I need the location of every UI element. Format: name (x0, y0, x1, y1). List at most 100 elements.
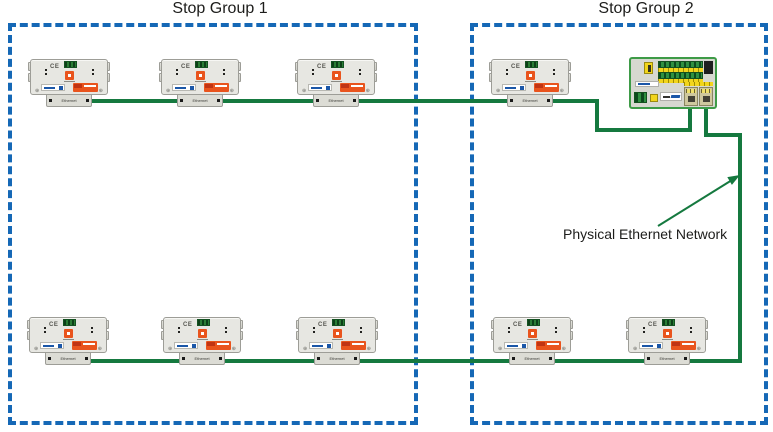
ethernet-port-tab: Ethernet (179, 352, 225, 365)
port-marking-strip (684, 82, 713, 86)
status-led (508, 327, 510, 329)
module-body: CE ⊕ ⊕ (628, 317, 706, 353)
link-indicator-icon (219, 357, 222, 360)
status-led (690, 327, 692, 329)
ethernet-port-label: Ethernet (524, 356, 540, 361)
stop-group-2-title: Stop Group 2 (598, 0, 694, 17)
orange-product-label (534, 83, 559, 92)
warning-label-icon (644, 62, 653, 74)
status-led (178, 331, 180, 333)
stop-module-stop-group-1-bottom: CE ⊕ ⊕ Ethernet (27, 317, 109, 367)
stop-module-stop-group-2-top: CE ⊕ ⊕ Ethernet (489, 59, 571, 109)
ethernet-port-label: Ethernet (60, 356, 76, 361)
module-body: CE ⊕ ⊕ (30, 59, 108, 95)
status-led (360, 327, 362, 329)
status-led (176, 73, 178, 75)
status-led (643, 327, 645, 329)
brand-logo-label (309, 342, 333, 349)
link-indicator-icon (317, 357, 320, 360)
stop-module-stop-group-1-top: CE ⊕ ⊕ Ethernet (28, 59, 110, 109)
stop-group-1-title: Stop Group 1 (172, 0, 268, 17)
link-indicator-icon (85, 357, 88, 360)
terminal-marking-strip (658, 79, 703, 83)
status-led (225, 327, 227, 329)
relay-block (704, 61, 713, 74)
screw-icon: ⊕ (97, 346, 102, 352)
warning-label-icon (650, 94, 658, 102)
screw-icon: ⊕ (98, 88, 103, 94)
status-led (91, 331, 93, 333)
link-indicator-icon (48, 357, 51, 360)
status-led (312, 69, 314, 71)
status-led (313, 327, 315, 329)
status-led (178, 327, 180, 329)
screw-icon: ⊕ (561, 346, 566, 352)
ethernet-port-tab: Ethernet (507, 94, 553, 107)
power-terminal-icon (662, 319, 675, 326)
screw-icon: ⊕ (303, 346, 308, 352)
orange-product-label (536, 341, 561, 350)
brand-logo-label (41, 84, 65, 91)
button-label-mark (64, 81, 75, 82)
io-terminal-row (658, 61, 703, 68)
brand-logo-label (172, 84, 196, 91)
ethernet-port-tab: Ethernet (314, 352, 360, 365)
ethernet-port-label: Ethernet (192, 98, 208, 103)
io-terminal-row (658, 72, 703, 79)
orange-product-label (206, 341, 231, 350)
ethernet-port-label: Ethernet (329, 356, 345, 361)
link-indicator-icon (512, 357, 515, 360)
ce-mark: CE (49, 322, 59, 328)
terminal-marking-strip (658, 68, 703, 72)
ethernet-port-tab: Ethernet (177, 94, 223, 107)
screw-icon: ⊕ (34, 346, 39, 352)
estop-button-icon (332, 71, 341, 80)
status-led (690, 331, 692, 333)
rj45-port-icon (684, 87, 698, 106)
ethernet-port-tab: Ethernet (46, 94, 92, 107)
ce-mark: CE (648, 322, 658, 328)
brand-logo-label (502, 84, 526, 91)
estop-button-icon (528, 329, 537, 338)
orange-product-label (340, 83, 365, 92)
stop-module-stop-group-1-bottom: CE ⊕ ⊕ Ethernet (296, 317, 378, 367)
status-led (92, 73, 94, 75)
ce-mark: CE (183, 322, 193, 328)
ethernet-port-label: Ethernet (61, 98, 77, 103)
brand-logo-label (660, 92, 682, 101)
screw-icon: ⊕ (633, 346, 638, 352)
status-led (555, 331, 557, 333)
status-led (44, 331, 46, 333)
status-led (553, 73, 555, 75)
orange-product-label (671, 341, 696, 350)
link-indicator-icon (316, 99, 319, 102)
physical-ethernet-network-label: Physical Ethernet Network (563, 226, 728, 242)
module-body: CE ⊕ ⊕ (491, 59, 569, 95)
status-led (506, 69, 508, 71)
estop-button-icon (65, 71, 74, 80)
button-label-mark (63, 339, 74, 340)
link-indicator-icon (182, 357, 185, 360)
brand-logo-label (639, 342, 663, 349)
screw-icon: ⊕ (302, 88, 307, 94)
orange-product-label (72, 341, 97, 350)
link-indicator-icon (86, 99, 89, 102)
status-led (176, 69, 178, 71)
estop-button-icon (333, 329, 342, 338)
ce-mark: CE (318, 322, 328, 328)
stop-module-stop-group-1-top: CE ⊕ ⊕ Ethernet (159, 59, 241, 109)
button-label-mark (195, 81, 206, 82)
link-indicator-icon (547, 99, 550, 102)
button-label-mark (197, 339, 208, 340)
module-body: CE ⊕ ⊕ (161, 59, 239, 95)
ethernet-port-label: Ethernet (659, 356, 675, 361)
power-terminal-icon (527, 319, 540, 326)
ethernet-port-tab: Ethernet (644, 352, 690, 365)
status-led (223, 69, 225, 71)
button-label-mark (527, 339, 538, 340)
status-led (45, 69, 47, 71)
button-label-mark (331, 81, 342, 82)
status-led (360, 331, 362, 333)
ethernet-port-label: Ethernet (194, 356, 210, 361)
